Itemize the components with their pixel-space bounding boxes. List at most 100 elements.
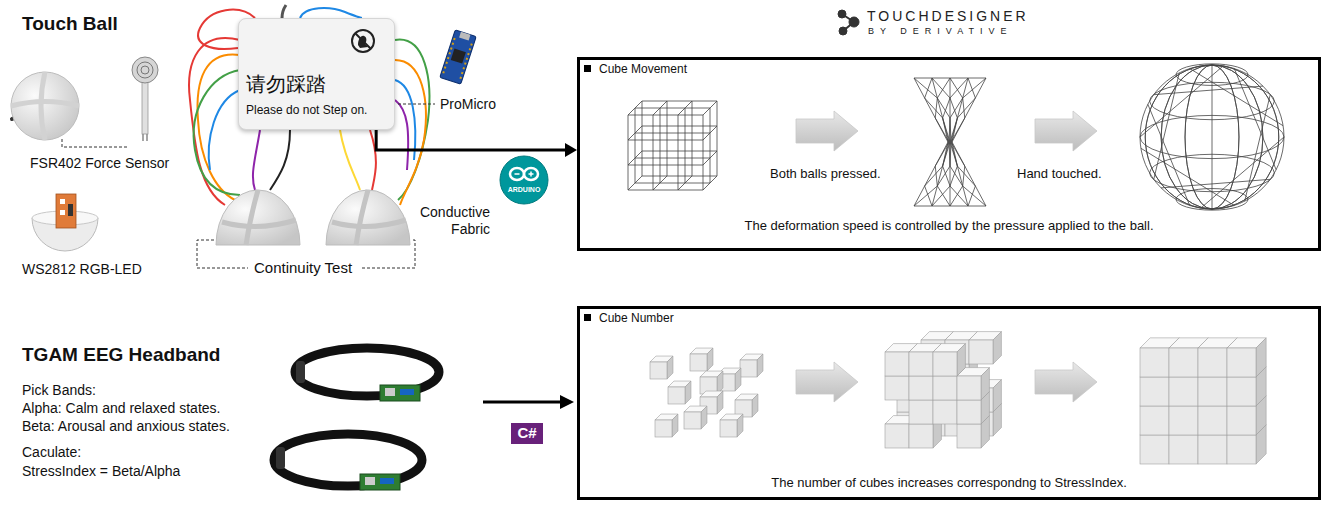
solid-cube [1198,377,1227,406]
wireframe-cube [628,176,642,190]
hourglass-mesh [943,118,950,142]
solid-cube [672,414,678,437]
note-text: Beta: Arousal and anxious states. [22,418,230,435]
eeg-headband [400,389,414,395]
touch-ball-photo [11,72,79,140]
node-text: Please do not Step on. [246,103,367,117]
touch-ball-photo [11,102,79,107]
touch-ball-photo [11,72,79,140]
csharp-badge: C# [511,423,543,444]
solid-cube [717,391,723,414]
hourglass-mesh [957,166,975,186]
node-heading: Cube Number [599,311,674,325]
wire-bundle [189,38,240,205]
solid-cube [909,424,933,448]
hourglass-mesh [950,98,963,118]
hourglass-mesh [950,186,963,206]
hourglass-mesh [950,166,951,186]
arduino-logo [515,173,520,175]
solid-cube [700,371,723,394]
geodesic-sphere [1185,65,1239,209]
hourglass-mesh [951,142,965,166]
wireframe-cube [685,108,686,183]
fsr-sensor [142,134,144,141]
solid-cube [737,414,743,437]
hourglass-mesh [950,166,963,186]
leader-line [62,139,128,147]
solid-cube [909,376,933,400]
solid-cube [1140,348,1169,377]
touch-ball-left [246,190,258,245]
solid-cube [720,414,743,437]
wire-bundle [300,8,362,18]
geodesic-sphere [1201,137,1284,208]
solid-cube [690,354,707,371]
arduino-logo [524,168,538,180]
hourglass-mesh [943,142,950,166]
controller-box: 请勿踩踏 Please do not Step on. [238,18,395,130]
solid-cube [650,362,667,379]
solid-cube [667,356,673,379]
hourglass-mesh [950,186,968,206]
no-step-icon [349,27,377,55]
flow-arrow [483,401,562,404]
leader-line [398,104,435,105]
eeg-headband [295,348,439,401]
geodesic-sphere [1234,69,1276,170]
fsr-sensor [132,57,158,141]
solid-cube [690,348,713,371]
part-label: FSR402 Force Sensor [30,155,169,172]
section-title: Touch Ball [22,13,118,36]
solid-cube [969,332,1001,364]
geodesic-sphere [1148,104,1190,205]
part-label: ProMicro [440,96,496,113]
wireframe-cube [692,101,693,176]
hourglass-mesh [932,78,950,98]
touch-ball-left [216,190,300,245]
wireframe-cube [703,101,717,115]
solid-cube [735,394,758,417]
wireframe-cube [678,176,692,190]
promicro-board [440,30,476,84]
grey-arrow [796,111,858,151]
hourglass-mesh [943,142,949,166]
hourglass-mesh [937,78,950,98]
wire-bundle [189,5,429,205]
solid-cube [1198,348,1227,377]
solid-cube [909,400,933,424]
part-label: Conductive Fabric [400,204,490,238]
wire-bundle [253,130,260,190]
led-shell-photo [32,194,98,251]
full-cube-block [1140,338,1266,464]
solid-cube [957,368,989,400]
solid-cube [1169,406,1198,435]
hourglass-mesh [963,78,968,98]
hourglass-mesh [965,166,976,186]
wire-bundle [194,70,240,195]
hourglass-mesh [932,186,950,206]
solid-cube [885,352,909,376]
hourglass-mesh [925,78,932,98]
cube-illustrations [628,64,1284,464]
solid-cube [685,381,691,404]
geodesic-sphere [1154,73,1180,179]
node-heading: 请勿踩踏 [246,72,326,96]
arrow-head [565,143,577,157]
part-label: WS2812 RGB-LED [22,261,142,278]
hourglass-mesh [952,142,957,166]
wire-bundle [209,90,240,170]
hourglass-mesh [943,118,949,142]
wireframe-cube [635,158,710,159]
arduino-logo [510,168,524,180]
touchdesigner-logo [839,27,847,35]
geodesic-sphere [1141,148,1234,205]
hourglass-mesh [963,78,986,98]
solid-cube [668,387,685,404]
hourglass-mesh [943,98,950,118]
led-shell-photo [56,194,76,228]
wireframe-cube [653,176,667,190]
arduino-logo [530,172,532,177]
wireframe-cube [635,108,636,183]
scattered-cubes [650,348,763,437]
